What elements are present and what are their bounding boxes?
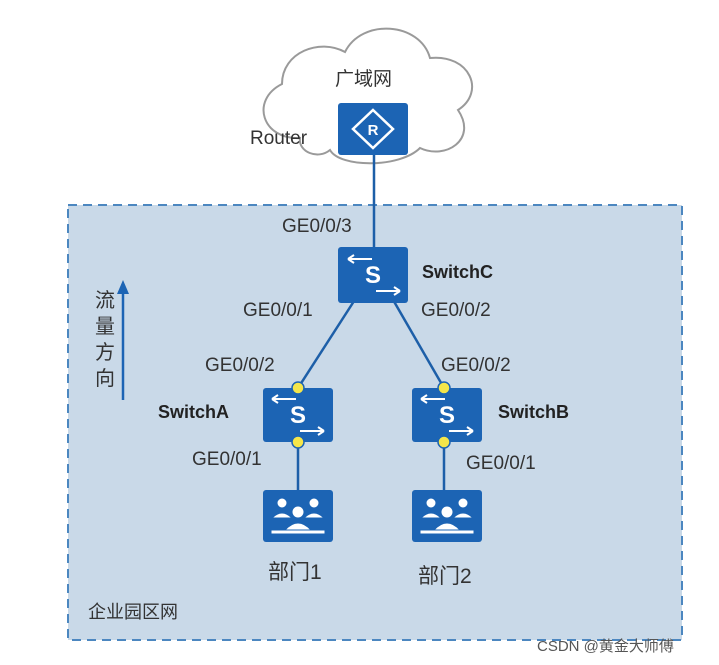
link-switchc-switcha <box>296 297 358 389</box>
switchc-port-right-label: GE0/0/2 <box>421 300 491 321</box>
wan-label: 广域网 <box>335 69 393 90</box>
users-group-icon <box>419 497 475 535</box>
router-icon <box>351 108 395 150</box>
switcha-glyph: S <box>290 402 306 429</box>
switchb-port-down-label: GE0/0/1 <box>466 453 536 474</box>
arrow-left-icon <box>271 394 296 404</box>
switchc-device: S <box>338 247 408 303</box>
port-dot-switcha-down <box>291 435 305 449</box>
users-group-icon <box>270 497 326 535</box>
wan-cloud <box>262 27 474 165</box>
link-switchc-switchb <box>390 297 446 389</box>
traffic-direction-char-4: 向 <box>95 368 115 390</box>
dept2-label: 部门2 <box>418 565 472 588</box>
dept1-label: 部门1 <box>268 561 322 584</box>
campus-label: 企业园区网 <box>88 602 178 622</box>
switcha-device: S <box>263 388 333 442</box>
port-dot-switchb-up <box>437 381 451 395</box>
switcha-port-up-label: GE0/0/2 <box>205 355 275 376</box>
traffic-direction-char-3: 方 <box>95 342 115 364</box>
traffic-arrow-icon <box>117 280 129 400</box>
switchb-device: S <box>412 388 482 442</box>
switchb-port-up-label: GE0/0/2 <box>441 355 511 376</box>
switchb-label: SwitchB <box>498 402 570 422</box>
router-device: R <box>338 103 408 155</box>
switchb-glyph: S <box>439 402 455 429</box>
arrow-right-icon <box>449 426 474 436</box>
router-glyph: R <box>368 122 379 139</box>
arrow-right-icon <box>376 286 401 296</box>
arrow-left-icon <box>420 394 445 404</box>
switchc-label: SwitchC <box>422 262 494 282</box>
port-dot-switchb-down <box>437 435 451 449</box>
switchc-port-up-label: GE0/0/3 <box>282 216 352 237</box>
port-dot-switcha-up <box>291 381 305 395</box>
switchc-port-left-label: GE0/0/1 <box>243 300 313 321</box>
arrow-left-icon <box>347 254 372 264</box>
traffic-direction-char-2: 量 <box>95 316 115 338</box>
watermark: CSDN @黄金大师傅 <box>537 638 674 655</box>
dept2-device <box>412 490 482 542</box>
switcha-port-down-label: GE0/0/1 <box>192 449 262 470</box>
arrow-right-icon <box>300 426 325 436</box>
router-label: Router <box>250 128 308 149</box>
switcha-label: SwitchA <box>158 402 230 422</box>
traffic-direction-char-1: 流 <box>95 290 115 312</box>
switchc-glyph: S <box>365 262 381 289</box>
dept1-device <box>263 490 333 542</box>
